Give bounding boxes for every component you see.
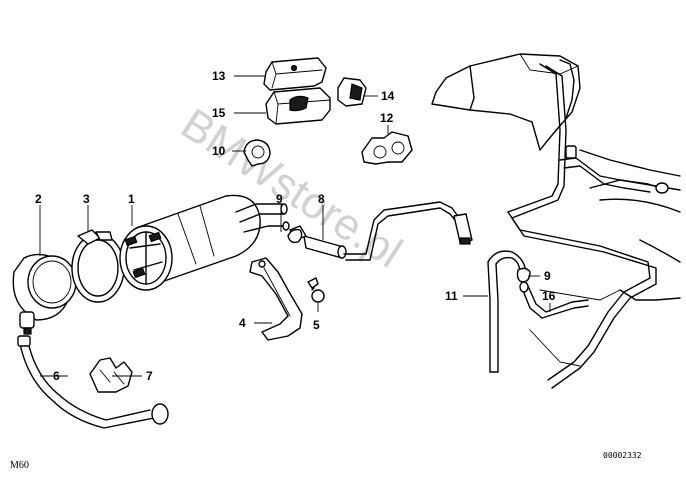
callout-1: 1 <box>128 192 135 206</box>
callout-15: 15 <box>212 106 226 120</box>
part-2-canister-cap <box>12 253 77 335</box>
part-7-holder <box>89 357 133 393</box>
callout-labels: 1 2 3 4 5 6 7 8 9 9 10 11 12 13 14 15 16 <box>35 69 556 383</box>
drawing-number: 00002332 <box>603 451 642 460</box>
callout-11: 11 <box>445 289 458 303</box>
vehicle-body-outline <box>431 53 681 367</box>
part-11-hose <box>487 250 527 373</box>
callout-12: 12 <box>380 111 394 125</box>
leader-lines <box>39 75 551 377</box>
part-9-clamp-left <box>287 228 303 244</box>
callout-7: 7 <box>146 369 153 383</box>
part-12-double-clip <box>361 131 413 165</box>
part-10-clip <box>243 139 271 167</box>
callout-5: 5 <box>313 318 320 332</box>
fuel-pipe-center <box>343 201 473 261</box>
callout-2: 2 <box>35 192 42 206</box>
part-16-hose <box>519 281 589 319</box>
callout-3: 3 <box>83 192 90 206</box>
part-6-hose <box>17 335 169 429</box>
part-9-clamp-right <box>516 267 531 283</box>
callout-14: 14 <box>381 89 395 103</box>
callout-8: 8 <box>318 192 325 206</box>
part-3-clamp-ring <box>71 229 125 303</box>
callout-9-right: 9 <box>544 269 551 283</box>
callout-16: 16 <box>542 289 556 303</box>
callout-10: 10 <box>212 144 226 158</box>
callout-4: 4 <box>239 316 246 330</box>
model-label: M60 <box>10 460 29 471</box>
part-5-screw <box>307 277 325 303</box>
callout-9-left: 9 <box>276 192 283 206</box>
part-15-holder <box>265 87 331 125</box>
fuel-line-routing <box>507 63 669 389</box>
part-14-grommet <box>337 77 367 107</box>
callout-6: 6 <box>53 369 60 383</box>
callout-13: 13 <box>212 69 226 83</box>
part-1-carbon-canister <box>119 194 290 291</box>
part-4-bracket <box>249 257 303 341</box>
part-13-cover <box>263 57 327 91</box>
